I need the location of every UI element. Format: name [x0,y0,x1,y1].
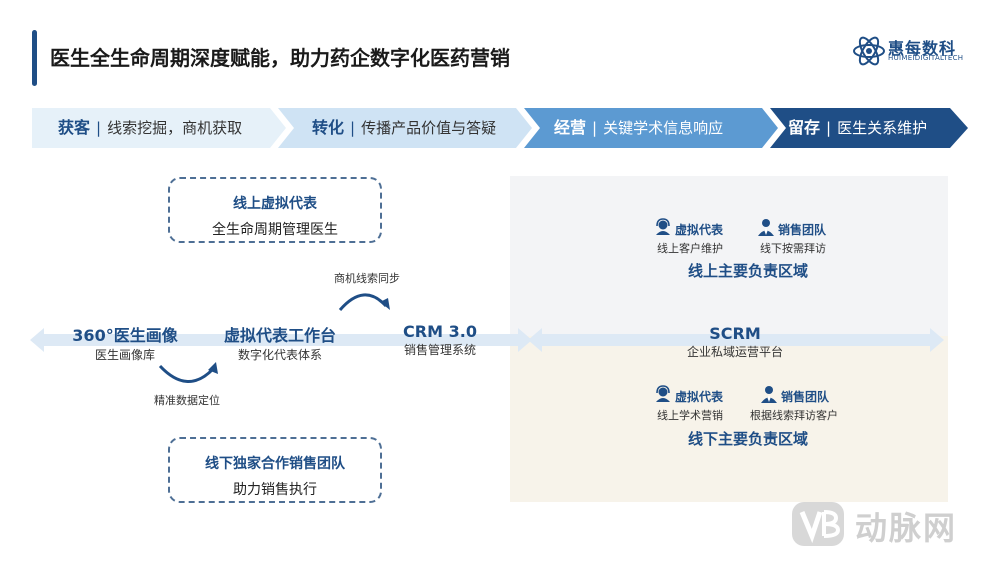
left-double-arrow [30,328,532,352]
offline-zone-label: 线下主要负责区域 [687,430,808,448]
online-role-sales-team-desc: 线下按需拜访 [760,242,826,255]
node-virtual-rep-workbench: 虚拟代表工作台 数字化代表体系 [223,326,336,362]
stage-2-shape [278,108,532,148]
sync-curve-arrow-icon [338,293,390,311]
online-zone-panel [510,176,948,336]
offline-role-virtual-rep-desc: 线上学术营销 [657,409,723,422]
stage-convert: 转化|传播产品价值与答疑 [312,118,497,137]
stage-acquire: 获客|线索挖掘，商机获取 [58,118,243,137]
salesperson-icon [761,386,777,403]
online-role-sales-team: 销售团队 [778,223,827,237]
stage-retain: 留存|医生关系维护 [788,118,928,137]
online-role-virtual-rep: 虚拟代表 [675,223,724,237]
offline-role-sales-team: 销售团队 [781,390,830,404]
offline-sales-team-box: 线下独家合作销售团队 助力销售执行 [168,437,382,503]
stage-chevron-bar [32,108,968,148]
node-scrm: SCRM 企业私域运营平台 [686,324,783,359]
locate-label: 精准数据定位 [154,394,220,407]
logo-name: 惠每数科 [888,39,957,58]
watermark-logo-icon [792,502,844,546]
page-title: 医生全生命周期深度赋能，助力药企数字化医药营销 [50,46,510,70]
stage-operate: 经营|关键学术信息响应 [554,118,724,137]
online-zone-label: 线上主要负责区域 [687,262,808,280]
offline-role-sales-team-desc: 根据线索拜访客户 [750,409,838,422]
online-virtual-rep-box: 线上虚拟代表 全生命周期管理医生 [168,177,382,243]
title-accent-bar [32,30,37,86]
node-doctor-profile: 360°医生画像 医生画像库 [72,326,178,362]
headset-agent-icon [656,385,670,402]
online-role-virtual-rep-desc: 线上客户维护 [657,242,723,255]
sync-label: 商机线索同步 [334,272,400,285]
offline-zone-panel [510,336,948,502]
stage-4-shape [770,108,968,148]
watermark-text: 动脉网 [855,509,958,547]
node-crm: CRM 3.0 销售管理系统 [403,322,477,357]
atom-logo-icon [853,36,885,66]
locate-curve-arrow-icon [158,362,218,383]
stage-1-shape [32,108,286,148]
right-double-arrow [528,328,944,352]
flow-arrows [30,328,944,352]
stage-3-shape [524,108,778,148]
headset-agent-icon [656,218,670,235]
offline-role-virtual-rep: 虚拟代表 [675,390,724,404]
salesperson-icon [758,219,774,236]
logo-subtitle: HUIMEIDIGITALTECH [888,54,964,62]
